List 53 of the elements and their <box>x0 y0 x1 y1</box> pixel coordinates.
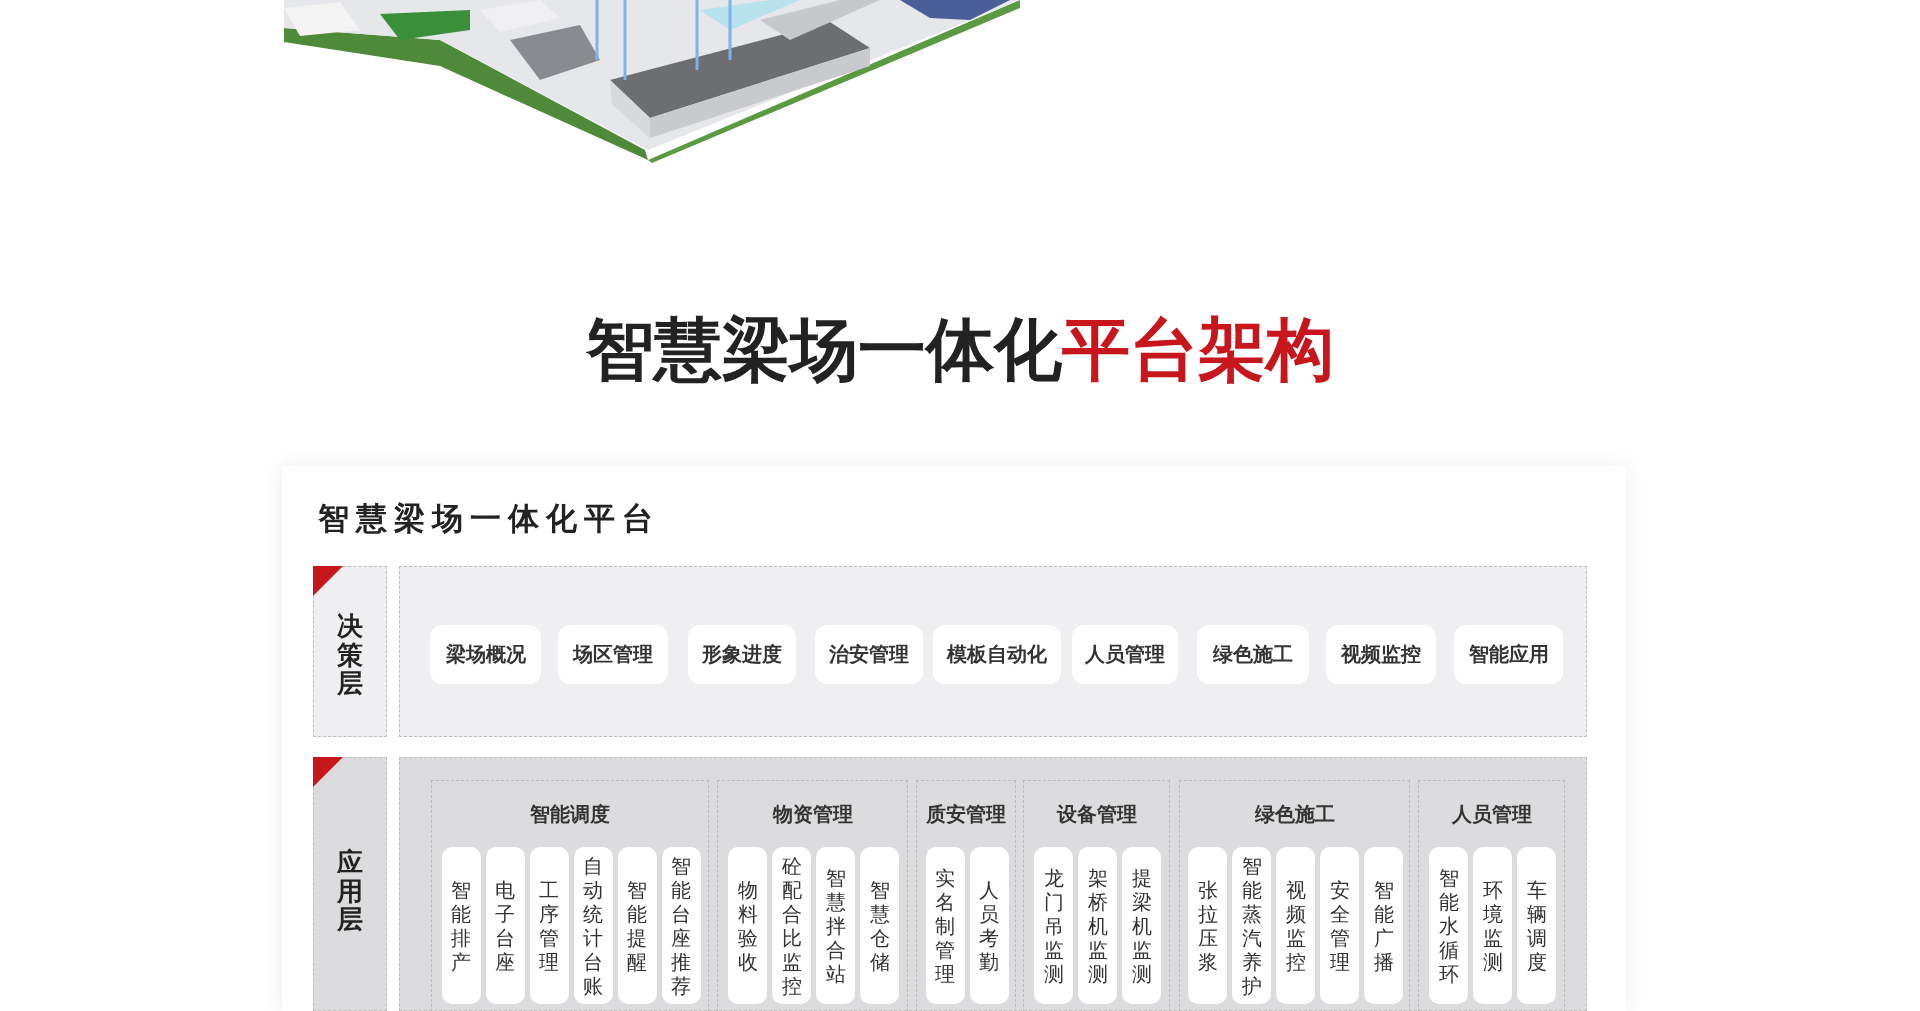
function-box: 智能排产 <box>441 847 481 1004</box>
module-group-box <box>717 780 908 1011</box>
module-group-box <box>1023 780 1170 1011</box>
group-heading: 人员管理 <box>1450 801 1533 828</box>
module-group-box <box>431 780 709 1011</box>
function-box: 工序管理 <box>529 847 569 1004</box>
function-box: 智能水循环 <box>1429 847 1468 1004</box>
layer-label-panel <box>313 757 387 1011</box>
function-box: 物料验收 <box>728 847 767 1004</box>
function-box: 龙门吊监测 <box>1034 847 1073 1004</box>
function-box: 架桥机监测 <box>1078 847 1117 1004</box>
function-box: 实名制管理 <box>925 847 965 1004</box>
module-box: 人员管理 <box>1072 625 1178 684</box>
module-box: 场区管理 <box>558 625 668 684</box>
function-box: 电子台座 <box>485 847 525 1004</box>
layer-label-panel <box>313 566 387 737</box>
function-box: 提梁机监测 <box>1122 847 1161 1004</box>
page-title: 智慧梁场一体化平台架构 <box>584 309 1335 391</box>
module-group-box <box>1418 780 1565 1011</box>
layer-label: 应用层 <box>336 848 364 934</box>
group-heading: 智能调度 <box>529 801 611 828</box>
module-box: 梁场概况 <box>430 625 541 684</box>
module-box: 模板自动化 <box>933 625 1061 684</box>
group-heading: 质安管理 <box>925 801 1007 828</box>
group-heading: 设备管理 <box>1055 801 1138 828</box>
layer-label: 决策层 <box>336 612 364 698</box>
function-box: 安全管理 <box>1320 847 1359 1004</box>
function-box: 张拉压浆 <box>1188 847 1227 1004</box>
layer-panel <box>399 566 1587 737</box>
module-box: 绿色施工 <box>1197 625 1309 684</box>
function-box: 环境监测 <box>1473 847 1512 1004</box>
module-box: 治安管理 <box>815 625 923 684</box>
module-box: 形象进度 <box>688 625 796 684</box>
module-box: 智能应用 <box>1454 625 1563 684</box>
function-box: 智慧仓储 <box>860 847 899 1004</box>
function-box: 智能提醒 <box>617 847 657 1004</box>
function-box: 智能蒸汽养护 <box>1232 847 1271 1004</box>
function-box: 人员考勤 <box>969 847 1009 1004</box>
function-box: 砼配合比监控 <box>772 847 811 1004</box>
function-box: 智能台座推荐 <box>661 847 701 1004</box>
function-box: 智慧拌合站 <box>816 847 855 1004</box>
module-box: 视频监控 <box>1326 625 1436 684</box>
module-group-box <box>916 780 1016 1011</box>
card-heading: 智慧梁场一体化平台 <box>318 499 660 538</box>
function-box: 智能广播 <box>1364 847 1403 1004</box>
function-box: 车辆调度 <box>1517 847 1556 1004</box>
function-box: 视频监控 <box>1276 847 1315 1004</box>
function-box: 自动统计台账 <box>573 847 613 1004</box>
platform-card <box>282 466 1626 1011</box>
layer-panel <box>399 757 1587 1011</box>
group-heading: 绿色施工 <box>1253 801 1336 828</box>
group-heading: 物资管理 <box>771 801 854 828</box>
module-group-box <box>1179 780 1410 1011</box>
